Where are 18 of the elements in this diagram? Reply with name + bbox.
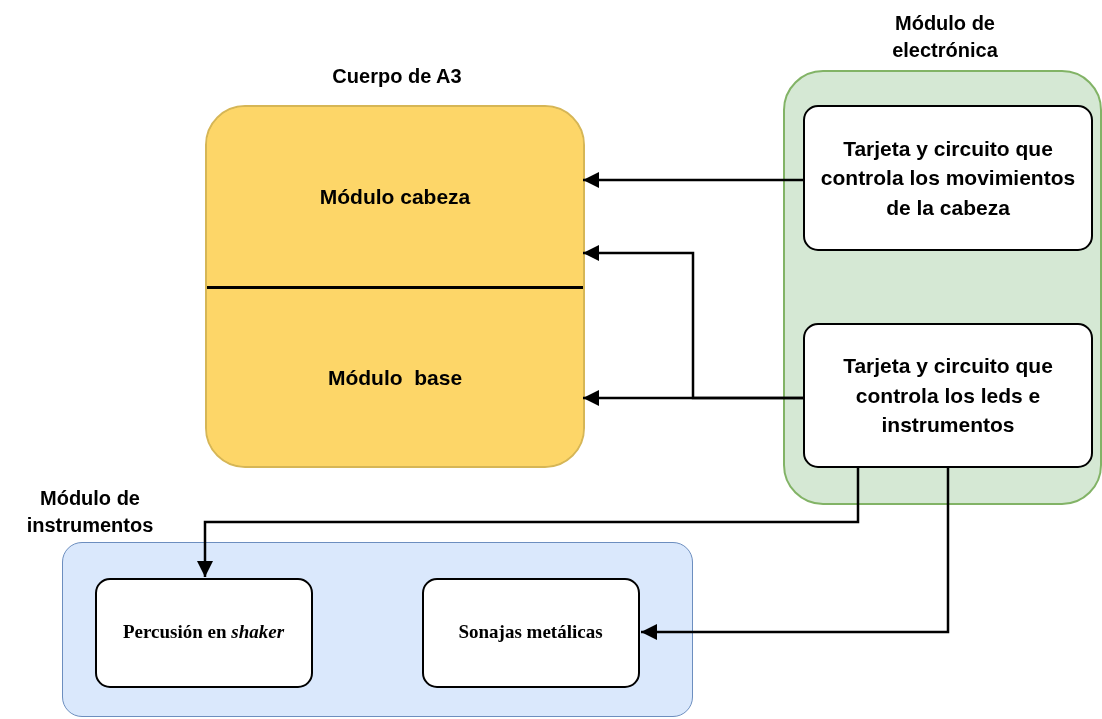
arrow	[197, 468, 860, 577]
module-title: Cuerpo de A3	[331, 64, 463, 89]
section-label: Módulo base	[327, 364, 463, 391]
box-text: Tarjeta y circuito que controla los movimientos de la cabeza	[819, 135, 1077, 221]
process-box	[803, 323, 1093, 468]
process-box	[803, 105, 1093, 251]
process-box	[421, 577, 640, 688]
module-section	[207, 107, 583, 289]
arrow	[641, 468, 950, 640]
box-text: Sonajas metálicas	[458, 620, 603, 645]
process-box	[94, 577, 313, 688]
module-title: Módulo de electrónica	[891, 11, 999, 63]
box-text: Percusión en shaker	[122, 620, 285, 645]
arrow	[583, 172, 803, 188]
section-label: Módulo cabeza	[319, 183, 471, 210]
arrow	[583, 390, 803, 406]
box-text: Tarjeta y circuito que controla los leds e instrumentos	[842, 353, 1054, 439]
module-title: Módulo de instrumentos	[25, 486, 155, 538]
